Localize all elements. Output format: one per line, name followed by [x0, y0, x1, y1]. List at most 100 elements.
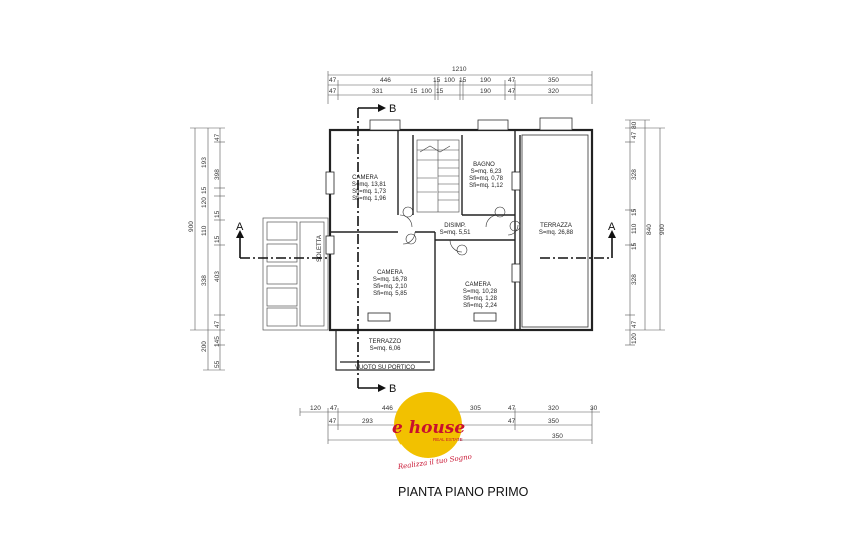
room-terrazzo: TERRAZZO S=mq. 6,06 [369, 339, 402, 352]
svg-text:293: 293 [362, 418, 373, 425]
svg-text:47: 47 [631, 131, 638, 139]
dim-left: 900 47 193 398 15 120 15 110 15 338 403 … [188, 133, 221, 368]
svg-text:446: 446 [380, 77, 391, 84]
svg-text:320: 320 [548, 88, 559, 95]
svg-text:47: 47 [508, 88, 516, 95]
section-line-a [236, 230, 616, 259]
top-dimensions [327, 71, 593, 104]
svg-text:Sfi=mq. 1,96: Sfi=mq. 1,96 [352, 196, 387, 202]
svg-text:47: 47 [631, 320, 638, 328]
svg-text:350: 350 [548, 418, 559, 425]
svg-text:S=mq. 16,78: S=mq. 16,78 [373, 277, 408, 283]
svg-text:55: 55 [214, 360, 221, 368]
logo-brand: e house [392, 418, 465, 438]
room-terrazza: TERRAZZA S=mq. 26,88 [539, 223, 574, 236]
svg-text:398: 398 [214, 169, 221, 180]
terrazzo-outline [335, 329, 435, 371]
section-line-b [357, 104, 386, 392]
svg-text:DISIMP.: DISIMP. [444, 223, 466, 229]
svg-text:47: 47 [329, 418, 337, 425]
svg-text:403: 403 [214, 271, 221, 282]
svg-text:47: 47 [508, 405, 516, 412]
soletta-area [262, 217, 329, 331]
svg-text:120: 120 [310, 405, 321, 412]
left-dimensions [190, 127, 225, 371]
staircase [416, 139, 460, 213]
svg-text:S=mq. 10,28: S=mq. 10,28 [463, 289, 498, 295]
svg-text:Sfi=mq. 2,10: Sfi=mq. 2,10 [373, 284, 408, 290]
svg-text:840: 840 [646, 224, 653, 235]
logo-sub: REAL ESTATE [433, 437, 463, 442]
section-a-right: A [608, 221, 616, 233]
svg-text:145: 145 [214, 336, 221, 347]
svg-text:446: 446 [382, 405, 393, 412]
svg-text:15: 15 [436, 88, 444, 95]
svg-text:110: 110 [631, 223, 638, 234]
svg-text:47: 47 [214, 320, 221, 328]
svg-text:S=mq. 6,23: S=mq. 6,23 [471, 169, 503, 175]
svg-text:S=mq. 5,51: S=mq. 5,51 [440, 230, 472, 236]
svg-text:100: 100 [444, 77, 455, 84]
svg-text:47: 47 [508, 418, 516, 425]
svg-text:S=mq. 26,88: S=mq. 26,88 [539, 230, 574, 236]
svg-text:15: 15 [410, 88, 418, 95]
svg-text:S=mq. 6,06: S=mq. 6,06 [370, 346, 402, 352]
svg-text:15: 15 [201, 186, 208, 194]
right-dimensions [625, 119, 665, 346]
svg-text:900: 900 [659, 224, 666, 235]
svg-text:15: 15 [459, 77, 467, 84]
svg-text:120: 120 [631, 333, 638, 344]
dim-top-row1: 47 446 15 100 15 190 47 350 [329, 77, 559, 84]
svg-text:200: 200 [201, 341, 208, 352]
svg-text:TERRAZZO: TERRAZZO [369, 339, 402, 345]
svg-text:80: 80 [631, 121, 638, 129]
svg-text:BAGNO: BAGNO [473, 162, 495, 168]
svg-text:15: 15 [214, 235, 221, 243]
room-disimp: DISIMP. S=mq. 5,51 [440, 223, 472, 236]
interior-walls [330, 130, 521, 330]
vuoto-label: VUOTO SU PORTICO [355, 365, 415, 371]
doors [399, 206, 521, 256]
section-a-left: A [236, 221, 244, 233]
svg-text:47: 47 [330, 405, 338, 412]
svg-text:100: 100 [421, 88, 432, 95]
svg-text:CAMERA: CAMERA [377, 270, 403, 276]
svg-text:Sfi=mq. 2,24: Sfi=mq. 2,24 [463, 303, 498, 309]
room-camera-3: CAMERA S=mq. 10,28 Sfi=mq. 1,28 Sfi=mq. … [463, 282, 498, 309]
svg-text:110: 110 [201, 225, 208, 236]
ehouse-logo: e house REAL ESTATE Realizza il tuo Sogn… [392, 392, 472, 471]
soletta-label: SOLETTA [317, 235, 323, 262]
svg-text:47: 47 [508, 77, 516, 84]
svg-text:Sfi=mq. 1,28: Sfi=mq. 1,28 [463, 296, 498, 302]
svg-text:190: 190 [480, 88, 491, 95]
svg-text:193: 193 [201, 157, 208, 168]
chimneys [369, 117, 573, 131]
svg-text:S=mq. 13,81: S=mq. 13,81 [352, 182, 387, 188]
dim-top-row2: 47 331 15 100 15 190 47 320 [329, 88, 559, 95]
svg-text:338: 338 [201, 275, 208, 286]
svg-text:30: 30 [590, 405, 598, 412]
dim-bottom-row1: 120 47 446 305 47 320 30 [310, 405, 598, 412]
svg-text:47: 47 [329, 88, 337, 95]
svg-text:15: 15 [214, 210, 221, 218]
svg-text:900: 900 [188, 221, 195, 232]
svg-text:CAMERA: CAMERA [465, 282, 491, 288]
svg-text:CAMERA: CAMERA [352, 175, 378, 181]
svg-text:350: 350 [548, 77, 559, 84]
svg-text:305: 305 [470, 405, 481, 412]
svg-text:Sfi=mq. 1,12: Sfi=mq. 1,12 [469, 183, 504, 189]
svg-text:Sfi=mq. 5,85: Sfi=mq. 5,85 [373, 291, 408, 297]
svg-text:15: 15 [433, 77, 441, 84]
svg-text:Sfi=mq. 1,73: Sfi=mq. 1,73 [352, 189, 387, 195]
room-camera-2: CAMERA S=mq. 16,78 Sfi=mq. 2,10 Sfi=mq. … [373, 270, 408, 297]
svg-text:47: 47 [329, 77, 337, 84]
svg-text:Sfi=mq. 0,78: Sfi=mq. 0,78 [469, 176, 504, 182]
section-b-bottom: B [389, 383, 396, 395]
section-b-top: B [389, 103, 396, 115]
windows [325, 171, 521, 322]
svg-text:331: 331 [372, 88, 383, 95]
room-bagno: BAGNO S=mq. 6,23 Sfi=mq. 0,78 Sfi=mq. 1,… [469, 162, 504, 189]
svg-text:15: 15 [631, 208, 638, 216]
svg-text:120: 120 [201, 197, 208, 208]
svg-text:328: 328 [631, 274, 638, 285]
